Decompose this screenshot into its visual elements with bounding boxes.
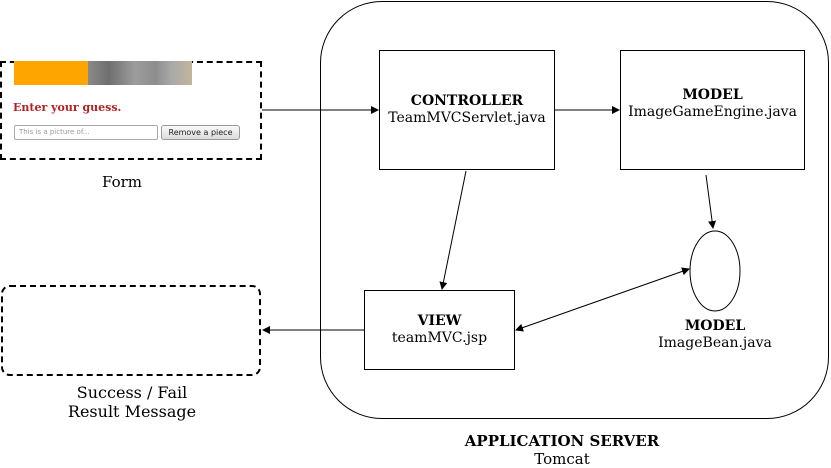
model-bean-file: ImageBean.java xyxy=(658,335,772,351)
model-bean-title: MODEL xyxy=(684,318,746,334)
view-file: teamMVC.jsp xyxy=(391,330,488,346)
model-engine-file: ImageGameEngine.java xyxy=(628,104,797,120)
model-engine-box: MODEL ImageGameEngine.java xyxy=(620,50,805,170)
form-caption: Form xyxy=(101,173,142,191)
model-bean-label: MODEL ImageBean.java xyxy=(640,318,790,352)
result-caption-line1: Success / Fail xyxy=(76,383,188,402)
guess-input[interactable]: This is a picture of... xyxy=(14,125,158,140)
arrow-view-bean-bidirectional xyxy=(515,267,690,332)
model-bean-ellipse xyxy=(689,230,741,312)
result-caption-line2: Result Message xyxy=(67,402,197,421)
view-title: VIEW xyxy=(417,313,462,329)
form-prompt: Enter your guess. xyxy=(13,101,122,114)
controller-box: CONTROLLER TeamMVCServlet.java xyxy=(379,50,555,170)
form-image-orange-block xyxy=(14,61,88,85)
server-caption: APPLICATION SERVER Tomcat xyxy=(412,432,712,468)
remove-piece-button[interactable]: Remove a piece xyxy=(161,125,240,140)
result-caption: Success / Fail Result Message xyxy=(32,383,232,421)
form-image-strip xyxy=(14,61,192,85)
form-image-photo xyxy=(88,61,192,85)
controller-file: TeamMVCServlet.java xyxy=(388,110,546,126)
server-title: APPLICATION SERVER xyxy=(464,432,660,450)
server-subtitle: Tomcat xyxy=(534,450,590,468)
application-server-container xyxy=(320,1,829,419)
model-engine-title: MODEL xyxy=(682,87,743,103)
arrow-engine-to-bean xyxy=(705,174,717,229)
result-box xyxy=(1,285,261,376)
controller-title: CONTROLLER xyxy=(410,93,524,109)
view-box: VIEW teamMVC.jsp xyxy=(364,290,515,370)
arrow-controller-to-view xyxy=(439,170,467,290)
